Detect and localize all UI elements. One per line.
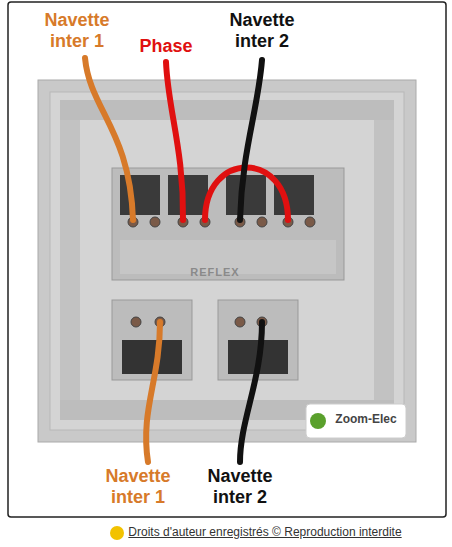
logo-text: Zoom-Elec — [328, 413, 404, 427]
wire-label: Navette inter 2 — [217, 10, 307, 51]
copyright-note: Droits d'auteur enregistrés © Reproducti… — [100, 526, 430, 540]
wire-label: Navette inter 2 — [194, 466, 286, 507]
brand-text: REFLEX — [170, 266, 260, 279]
wire-label: Phase — [124, 36, 208, 57]
wire-label: Navette inter 1 — [32, 10, 122, 51]
wire-label: Navette inter 1 — [93, 466, 183, 507]
